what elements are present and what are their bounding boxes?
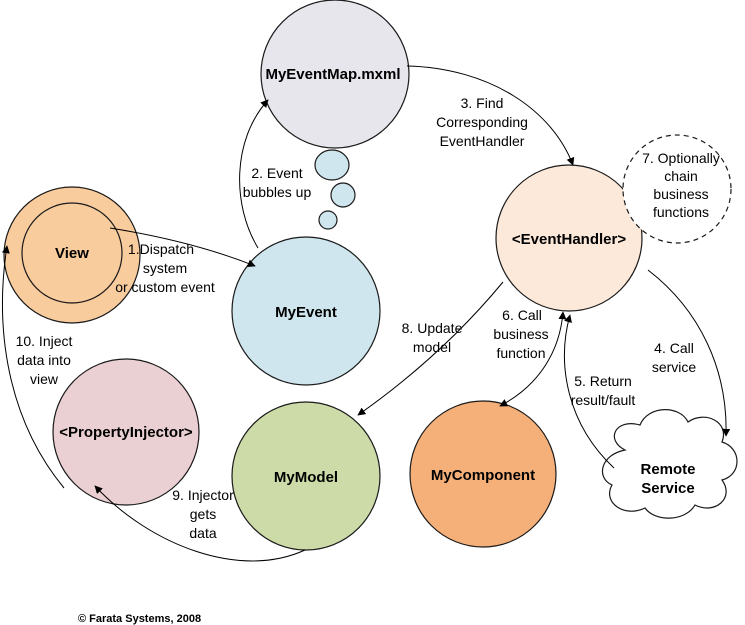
find-handler-label-line-3: EventHandler: [440, 133, 525, 149]
return-result-label-line-2: result/fault: [571, 392, 636, 408]
update-model-label-line-1: 8. Update: [402, 320, 463, 336]
chain-functions-line-4: functions: [653, 204, 709, 220]
my-model-circle: [231, 401, 381, 551]
chain-functions-circle: [622, 134, 732, 244]
find-handler-label-line-2: Corresponding: [436, 114, 528, 130]
my-component-circle: [409, 400, 557, 548]
my-event-map-label: MyEventMap.mxml: [265, 66, 400, 83]
call-business-label-line-3: function: [496, 345, 545, 361]
call-business-label-line-1: 6. Call: [502, 307, 542, 323]
event-handler-label: <EventHandler>: [512, 231, 626, 248]
my-model-label: MyModel: [274, 469, 338, 486]
injector-gets-label-line-3: data: [189, 525, 216, 541]
my-event-node: MyEvent: [231, 236, 381, 386]
injector-gets-label-line-2: gets: [190, 506, 216, 522]
chain-functions-line-3: business: [653, 186, 708, 202]
update-model-arrow: [357, 281, 504, 416]
chain-functions-line-2: chain: [664, 168, 697, 184]
view-inner-circle: [21, 202, 123, 304]
find-handler-label-line-1: 3. Find: [461, 95, 504, 111]
remote-service-node: Remote Service: [602, 409, 738, 519]
view-node: View: [3, 186, 141, 324]
view-label: View: [55, 245, 89, 262]
dispatch-arrow: [109, 227, 256, 268]
chain-functions-line-1: 7. Optionally: [642, 150, 720, 166]
inject-view-label-line-2: data into: [17, 352, 71, 368]
inject-view-arrow: [1, 245, 65, 489]
property-injector-circle: [52, 358, 200, 506]
bubbles-up-arrow: [239, 99, 269, 249]
event-handler-node: <EventHandler>: [495, 164, 643, 312]
dispatch-label-line-1: 1.Dispatch: [128, 241, 194, 257]
property-injector-node: <PropertyInjector>: [52, 358, 200, 506]
call-service-label-line-1: 4. Call: [654, 340, 694, 356]
call-business-arrow: [499, 311, 567, 407]
my-event-map-circle: [260, 0, 410, 149]
my-event-map-node: MyEventMap.mxml: [260, 0, 410, 149]
inject-view-label-line-1: 10. Inject: [16, 333, 73, 349]
update-model-label-line-2: model: [413, 339, 451, 355]
return-result-label-line-1: 5. Return: [574, 373, 632, 389]
event-bubbles: [314, 149, 356, 230]
my-event-label: MyEvent: [275, 304, 337, 321]
remote-service-line-2: Service: [641, 480, 694, 497]
property-injector-label: <PropertyInjector>: [59, 424, 193, 441]
remote-service-cloud: [602, 409, 738, 519]
dispatch-label-line-3: or custom event: [115, 279, 215, 295]
dispatch-label-line-2: system: [143, 260, 187, 276]
copyright-text: © Farata Systems, 2008: [78, 613, 201, 625]
my-event-circle: [231, 236, 381, 386]
injector-gets-label-line-1: 9. Injector: [172, 487, 234, 503]
call-service-arrow: [647, 269, 731, 437]
bubbles-up-label-line-1: 2. Event: [251, 165, 302, 181]
bubble-small: [318, 210, 338, 230]
chain-functions-node: 7. Optionally chain business functions: [622, 134, 732, 244]
injector-gets-arrow: [94, 485, 306, 562]
inject-view-label-line-3: view: [30, 371, 59, 387]
call-business-label-line-2: business: [493, 326, 548, 342]
my-component-label: MyComponent: [431, 467, 535, 484]
my-model-node: MyModel: [231, 401, 381, 551]
bubbles-up-label-line-2: bubbles up: [243, 184, 312, 200]
bubble-medium: [330, 182, 356, 208]
find-handler-arrow: [406, 65, 575, 166]
remote-service-line-1: Remote: [640, 461, 695, 478]
my-component-node: MyComponent: [409, 400, 557, 548]
call-service-label-line-2: service: [652, 359, 697, 375]
bubble-large: [314, 149, 350, 181]
